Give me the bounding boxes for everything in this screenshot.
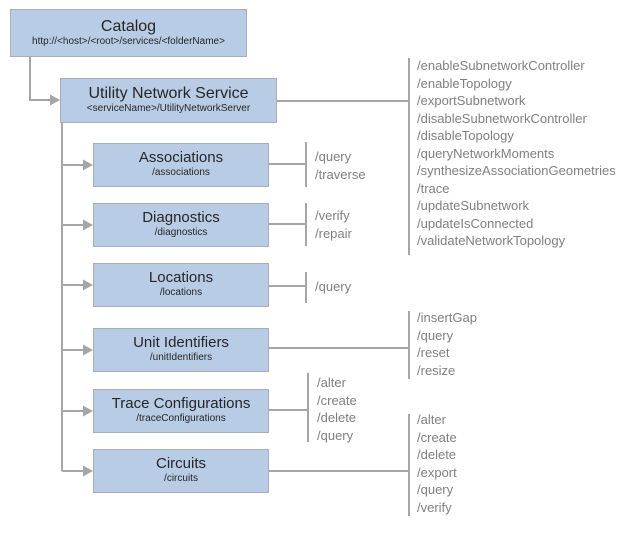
operation-label: /query — [317, 427, 354, 443]
operation-label: /verify — [417, 499, 452, 515]
operation-label: /verify — [315, 208, 350, 223]
operation-label: /resize — [417, 362, 456, 378]
arrowhead-icon — [83, 159, 93, 171]
operation-label: /repair — [315, 225, 352, 241]
operation-label: /query — [417, 482, 454, 497]
operation-label: /reset — [417, 345, 450, 360]
operation-label: /updateSubnetwork — [417, 198, 530, 213]
node-catalog: Catalog http://<host>/<root>/services/<f… — [10, 9, 247, 57]
node-subtitle: /associations — [152, 167, 210, 179]
operations-list-circuits: /alter/create/delete/export/query/verify — [417, 411, 457, 516]
node-title: Associations — [138, 149, 224, 167]
node-title: Utility Network Service — [88, 85, 249, 103]
operation-label: /queryNetworkMoments — [417, 145, 555, 161]
operation-label: /synthesizeAssociationGeometries — [417, 163, 616, 178]
operation-label: /alter — [317, 375, 346, 390]
connector-service-trunk — [61, 123, 93, 477]
node-subtitle: /unitIdentifiers — [149, 352, 213, 364]
operations-list-associations: /query/traverse — [315, 148, 366, 183]
operations-bracket-bars — [305, 58, 410, 516]
node-title: Circuits — [155, 455, 206, 473]
operation-label: /traverse — [315, 166, 366, 182]
node-title: Catalog — [100, 17, 157, 35]
arrowhead-icon — [83, 279, 93, 291]
operation-label: /disableTopology — [417, 128, 514, 143]
node-title: Locations — [148, 269, 214, 287]
operations-list-locations: /query — [315, 278, 351, 296]
connector-catalog-to-service — [29, 57, 60, 106]
arrowhead-icon — [83, 219, 93, 231]
node-utility-network-service: Utility Network Service <serviceName>/Ut… — [60, 78, 277, 123]
connector-operations-ties — [269, 100, 409, 472]
operation-label: /enableSubnetworkController — [417, 58, 585, 73]
node-trace-configurations: Trace Configurations /traceConfiguration… — [93, 389, 269, 433]
node-diagnostics: Diagnostics /diagnostics — [93, 203, 269, 247]
operation-label: /insertGap — [417, 310, 477, 325]
operation-label: /delete — [317, 410, 357, 425]
operation-label: /validateNetworkTopology — [417, 233, 566, 248]
node-associations: Associations /associations — [93, 143, 269, 187]
node-title: Unit Identifiers — [133, 334, 229, 352]
operation-label: /export — [417, 464, 457, 480]
arrowhead-icon — [83, 344, 93, 356]
operations-list-trace-configurations: /alter/create/delete/query — [317, 374, 357, 444]
operation-label: /disableSubnetworkController — [417, 110, 587, 126]
node-unit-identifiers: Unit Identifiers /unitIdentifiers — [93, 328, 269, 372]
arrowhead-icon — [83, 465, 93, 477]
node-locations: Locations /locations — [93, 263, 269, 307]
operation-label: /delete — [417, 447, 457, 462]
node-circuits: Circuits /circuits — [93, 449, 269, 493]
operation-label: /query — [315, 149, 352, 164]
operation-label: /trace — [417, 180, 450, 196]
operation-label: /query — [315, 279, 352, 294]
node-title: Diagnostics — [142, 209, 220, 227]
operation-label: /exportSubnetwork — [417, 93, 526, 108]
node-subtitle: /traceConfigurations — [136, 413, 226, 425]
operations-list-diagnostics: /verify/repair — [315, 207, 352, 242]
node-title: Trace Configurations — [111, 395, 251, 413]
operation-label: /alter — [417, 412, 446, 427]
operations-list-utility-network-service: /enableSubnetworkController/enableTopolo… — [417, 57, 616, 250]
arrowhead-icon — [83, 405, 93, 417]
node-subtitle: http://<host>/<root>/services/<folderNam… — [32, 35, 225, 47]
arrowhead-icon — [50, 94, 60, 106]
operation-label: /updateIsConnected — [417, 215, 534, 231]
operation-label: /query — [417, 327, 454, 343]
operation-label: /create — [317, 392, 357, 408]
operation-label: /create — [417, 429, 457, 445]
node-subtitle: /diagnostics — [154, 227, 208, 239]
operation-label: /enableTopology — [417, 75, 512, 91]
operations-list-unit-identifiers: /insertGap/query/reset/resize — [417, 309, 477, 379]
node-subtitle: /circuits — [164, 473, 198, 485]
node-subtitle: /locations — [159, 287, 203, 299]
node-subtitle: <serviceName>/UtilityNetworkServer — [86, 103, 251, 115]
